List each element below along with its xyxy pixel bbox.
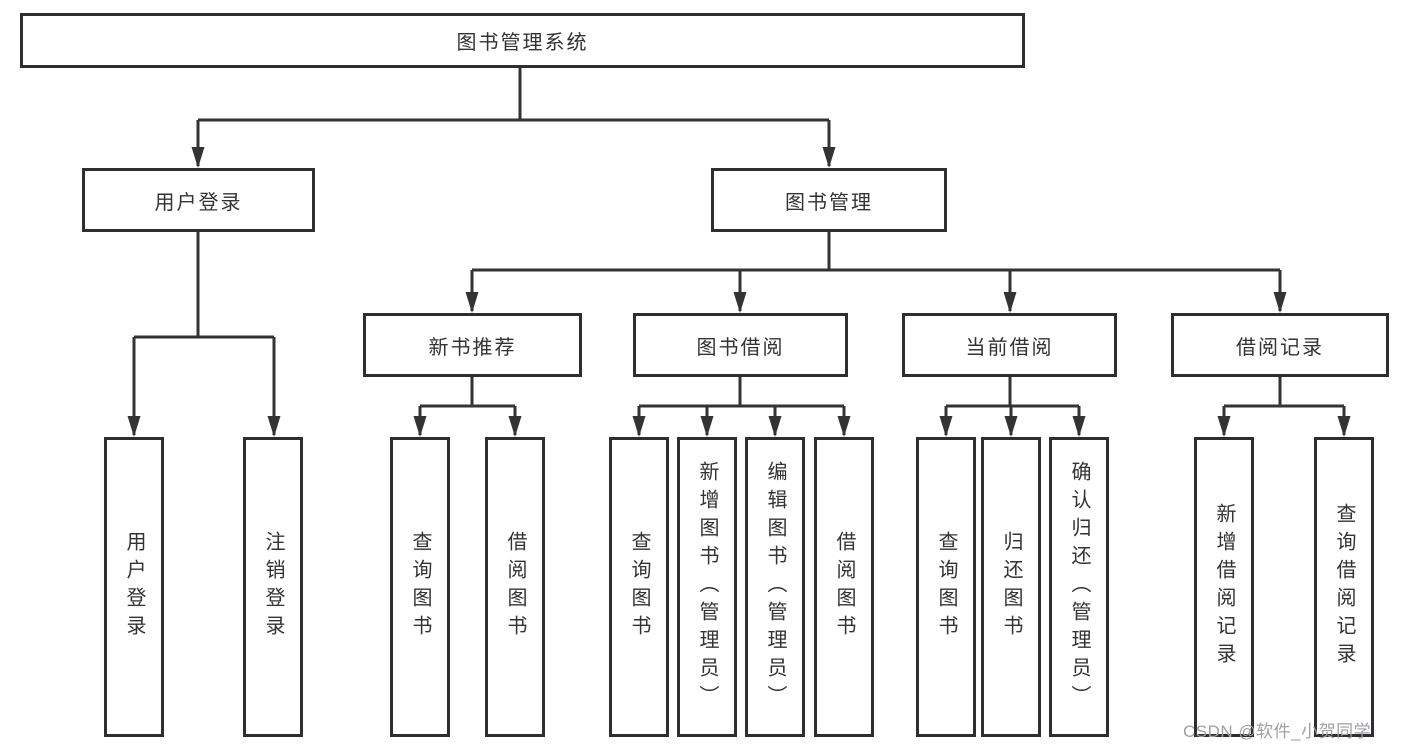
node-user-login-leaf: 用户登录 bbox=[104, 437, 164, 737]
node-book-management: 图书管理 bbox=[711, 168, 947, 232]
node-label: 用户登录 bbox=[154, 191, 243, 214]
node-new-book-recommendation: 新书推荐 bbox=[363, 313, 582, 377]
node-label: 确认归还（管理员） bbox=[1068, 461, 1090, 713]
node-label: 查询图书 bbox=[628, 531, 650, 643]
node-borrow-books-leaf: 借阅图书 bbox=[814, 437, 874, 737]
node-label: 注销登录 bbox=[262, 531, 284, 643]
csdn-watermark: CSDN @软件_小贺同学 bbox=[1183, 722, 1372, 741]
connector-path bbox=[132, 68, 1346, 435]
node-return-books: 归还图书 bbox=[981, 437, 1041, 737]
node-logout: 注销登录 bbox=[243, 437, 303, 737]
node-label: 借阅记录 bbox=[1236, 336, 1324, 359]
node-add-borrow-record: 新增借阅记录 bbox=[1194, 437, 1254, 737]
node-user-login: 用户登录 bbox=[82, 168, 315, 232]
node-borrow-books-recommend: 借阅图书 bbox=[485, 437, 545, 737]
node-label: 新增借阅记录 bbox=[1213, 503, 1235, 671]
node-query-books-recommend: 查询图书 bbox=[390, 437, 450, 737]
node-label: 借阅图书 bbox=[833, 531, 855, 643]
node-label: 图书管理系统 bbox=[456, 32, 589, 54]
node-edit-book-admin: 编辑图书（管理员） bbox=[745, 437, 805, 737]
node-label: 归还图书 bbox=[1000, 531, 1022, 643]
node-label: 借阅图书 bbox=[504, 531, 526, 643]
node-query-books-borrow: 查询图书 bbox=[609, 437, 669, 737]
node-label: 查询借阅记录 bbox=[1333, 503, 1355, 671]
node-query-books-current: 查询图书 bbox=[916, 437, 976, 737]
node-label: 新增图书（管理员） bbox=[696, 461, 718, 713]
node-confirm-return-admin: 确认归还（管理员） bbox=[1049, 437, 1109, 737]
node-label: 用户登录 bbox=[123, 531, 145, 643]
node-book-borrowing: 图书借阅 bbox=[633, 313, 848, 377]
node-label: 图书借阅 bbox=[696, 336, 785, 359]
node-borrowing-records: 借阅记录 bbox=[1171, 313, 1389, 377]
node-label: 新书推荐 bbox=[428, 336, 517, 359]
arrow-down-icons bbox=[127, 147, 1351, 437]
node-library-management-system: 图书管理系统 bbox=[20, 13, 1025, 68]
node-label: 当前借阅 bbox=[965, 336, 1054, 359]
node-current-borrowing: 当前借阅 bbox=[902, 313, 1117, 377]
node-label: 编辑图书（管理员） bbox=[764, 461, 786, 713]
node-label: 查询图书 bbox=[409, 531, 431, 643]
node-label: 图书管理 bbox=[785, 191, 873, 214]
node-label: 查询图书 bbox=[935, 531, 957, 643]
node-query-borrow-record: 查询借阅记录 bbox=[1314, 437, 1374, 737]
node-add-book-admin: 新增图书（管理员） bbox=[677, 437, 737, 737]
